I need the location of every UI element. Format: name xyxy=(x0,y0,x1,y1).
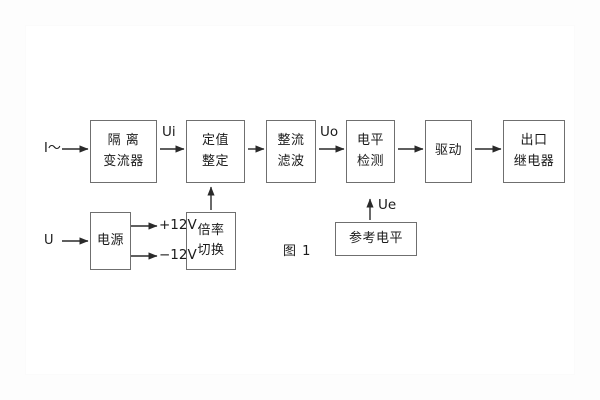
block-setting-value[interactable]: 定值 整定 xyxy=(186,120,245,183)
block-label-line: 检测 xyxy=(356,153,384,169)
block-rectifier-filter[interactable]: 整流 滤波 xyxy=(266,120,316,183)
input-label-voltage: U xyxy=(44,233,54,248)
signal-label-uo: Uo xyxy=(320,124,339,140)
rail-label-positive: +12V xyxy=(159,217,197,233)
figure-caption: 图 1 xyxy=(283,244,312,259)
block-reference-level[interactable]: 参考电平 xyxy=(335,222,417,256)
block-label-line: 出口 xyxy=(520,133,548,149)
block-label-line: 切换 xyxy=(197,243,225,258)
block-label-line: 滤波 xyxy=(277,153,305,169)
block-label-line: 定值 xyxy=(201,133,229,149)
signal-label-ue: Ue xyxy=(378,197,397,213)
block-label-line: 电源 xyxy=(96,232,124,248)
block-output-relay[interactable]: 出口 继电器 xyxy=(503,120,565,183)
block-level-detection[interactable]: 电平 检测 xyxy=(346,120,395,183)
signal-label-ui: Ui xyxy=(162,124,176,140)
block-label-line: 整定 xyxy=(201,153,229,169)
block-label-line: 驱动 xyxy=(434,143,462,159)
block-label-line: 隔 离 xyxy=(107,133,140,149)
block-label-line: 参考电平 xyxy=(348,230,403,246)
block-power-supply[interactable]: 电源 xyxy=(90,212,131,270)
block-driver[interactable]: 驱动 xyxy=(425,120,472,183)
block-label-line: 变流器 xyxy=(103,153,144,169)
block-label-line: 电平 xyxy=(356,133,384,149)
rail-label-negative: −12V xyxy=(159,247,197,263)
block-label-line: 整流 xyxy=(277,133,305,149)
input-label-current: I～ xyxy=(44,141,61,156)
block-label-line: 继电器 xyxy=(513,153,555,169)
block-isolation-transformer[interactable]: 隔 离 变流器 xyxy=(90,120,157,183)
diagram-frame xyxy=(25,25,575,375)
block-label-line: 倍率 xyxy=(197,222,225,238)
block-multiplier-switch[interactable]: 倍率 切换 xyxy=(186,212,236,270)
